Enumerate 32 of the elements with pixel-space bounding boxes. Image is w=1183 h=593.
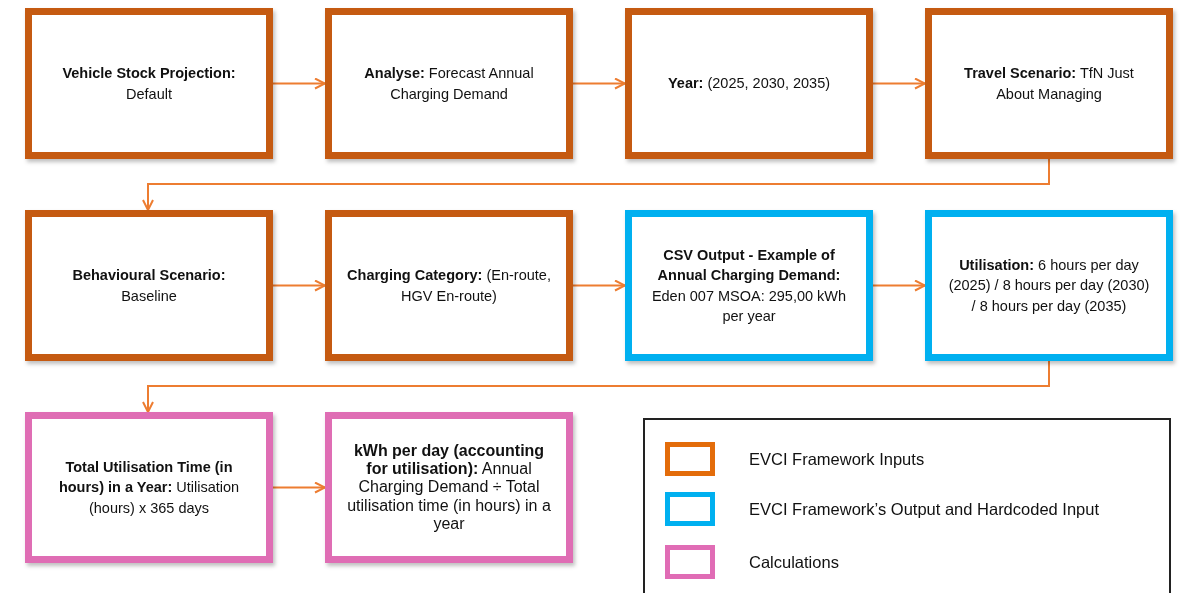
legend-label: Calculations: [749, 552, 839, 572]
arrow: [872, 77, 926, 90]
box-text: Analyse: Forecast Annual Charging Demand: [363, 64, 535, 104]
process-box: [325, 8, 573, 159]
process-box: [625, 210, 873, 361]
arrow: [272, 77, 326, 90]
process-box: [925, 210, 1173, 361]
process-box: [25, 210, 273, 361]
box-text: Behavioural Scenario: Baseline: [71, 266, 227, 306]
legend-label: EVCI Framework’s Output and Hardcoded Input: [749, 499, 1100, 519]
box-text: Year: (2025, 2030, 2035): [667, 74, 831, 94]
box-text: CSV Output - Example of Annual Charging Demand: Eden 007 MSOA: 295,00 kWh per year: [650, 245, 848, 326]
arrow: [572, 77, 626, 90]
box-text: Travel Scenario: TfN Just About Managing: [963, 64, 1135, 104]
arrow: [872, 279, 926, 292]
box-text: Charging Category: (En-route, HGV En-route): [346, 266, 552, 306]
box-text: Total Utilisation Time (in hours) in a Year: Utilisation (hours) x 365 days: [57, 458, 241, 518]
process-box: [25, 412, 273, 563]
process-box: [625, 8, 873, 159]
arrow: [572, 279, 626, 292]
process-box: [25, 8, 273, 159]
process-box: [925, 8, 1173, 159]
box-text: kWh per day (accounting for utilisation): Annual Charging Demand ÷ Total utilisation time (in hours) in a year: [346, 441, 552, 534]
box-text: Utilisation: 6 hours per day (2025) / 8 hours per day (2030) / 8 hours per day (2035): [947, 256, 1151, 316]
box-text: Vehicle Stock Projection: Default: [61, 64, 237, 104]
arrow: [272, 481, 326, 494]
arrow: [272, 279, 326, 292]
process-box: [325, 210, 573, 361]
arrow: [142, 158, 1050, 211]
arrow: [142, 360, 1050, 413]
legend-label: EVCI Framework Inputs: [749, 449, 925, 469]
process-box: [325, 412, 573, 563]
